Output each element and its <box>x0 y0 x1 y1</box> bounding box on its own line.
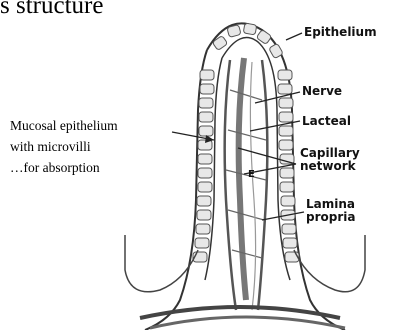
capillary-vein <box>258 60 267 310</box>
label-epithelium: Epithelium <box>304 25 377 39</box>
label-capillary-1: Capillary <box>300 146 360 160</box>
leader-epithelium <box>286 33 302 40</box>
submucosal-vessel-2 <box>150 317 345 328</box>
capillary-artery <box>225 60 236 310</box>
annotation-line-1: Mucosal epithelium <box>10 118 118 134</box>
label-lamina-2: propria <box>306 210 355 224</box>
nerve-fiber <box>250 62 255 310</box>
crypt-base-left <box>125 235 198 292</box>
label-lamina-1: Lamina <box>306 197 355 211</box>
label-nerve: Nerve <box>302 84 342 98</box>
annotation-line-2: with microvilli <box>10 139 91 155</box>
annotation-line-3: …for absorption <box>10 160 100 176</box>
label-lacteal: Lacteal <box>302 114 351 128</box>
label-capillary-2: network <box>300 159 356 173</box>
label-small-e: E <box>248 168 255 182</box>
